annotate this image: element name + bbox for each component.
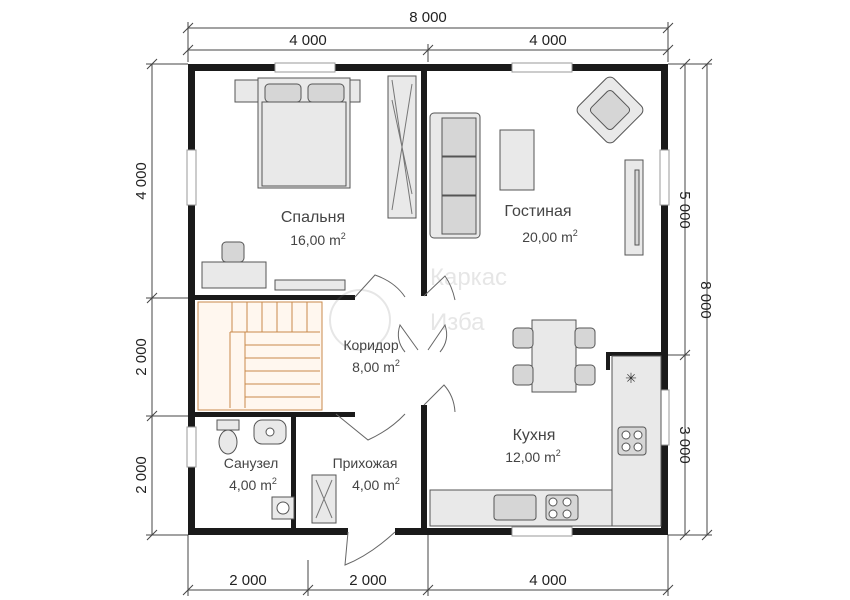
staircase-icon — [197, 301, 323, 411]
room-area: 12,00 m2 — [505, 448, 561, 465]
room-name: Прихожая — [333, 455, 398, 471]
dim-top-total: 8 000 — [409, 9, 447, 26]
room-name: Коридор — [343, 337, 399, 353]
room-name: Кухня — [513, 427, 556, 444]
shoe-rack-icon — [311, 474, 337, 524]
svg-text:Изба: Изба — [430, 309, 485, 336]
dim-bottom-3: 4 000 — [529, 572, 567, 589]
dim-bottom-2: 2 000 — [349, 572, 387, 589]
armchair-icon — [576, 76, 644, 144]
sofa-icon — [429, 112, 481, 239]
room-area: 4,00 m2 — [352, 476, 400, 493]
room-area: 20,00 m2 — [522, 228, 578, 245]
room-kitchen: Кухня 12,00 m2 — [505, 427, 561, 465]
dining-table-icon — [512, 319, 596, 393]
dim-right-total: 8 000 — [697, 281, 714, 319]
dim-top-right: 4 000 — [529, 32, 567, 49]
washing-machine-icon — [271, 496, 295, 520]
svg-text:✳: ✳ — [625, 371, 637, 387]
room-corridor: Коридор 8,00 m2 — [343, 337, 400, 375]
bed-icon — [234, 77, 361, 189]
dim-right-lower: 3 000 — [676, 426, 693, 464]
dim-left-middle: 2 000 — [133, 338, 150, 376]
window-icon — [186, 62, 670, 537]
svg-text:Каркас: Каркас — [430, 264, 507, 291]
room-bathroom: Санузел 4,00 m2 — [224, 455, 279, 493]
dimension-lines — [146, 22, 713, 596]
dim-top-left: 4 000 — [289, 32, 327, 49]
coffee-table-icon — [499, 129, 535, 191]
room-area: 16,00 m2 — [290, 231, 346, 248]
room-living: Гостиная 20,00 m2 — [504, 203, 577, 245]
desk-icon — [201, 241, 346, 291]
wardrobe-icon — [387, 75, 417, 219]
room-area: 4,00 m2 — [229, 476, 277, 493]
room-area: 8,00 m2 — [352, 358, 400, 375]
door-swing-icon — [335, 274, 456, 566]
room-name: Спальня — [281, 209, 345, 226]
room-name: Гостиная — [504, 203, 571, 220]
dim-left-lower: 2 000 — [133, 456, 150, 494]
room-hallway: Прихожая 4,00 m2 — [333, 455, 400, 493]
watermark-logo: Каркас Изба — [329, 264, 507, 351]
sink-icon — [253, 419, 287, 445]
dim-left-upper: 4 000 — [133, 162, 150, 200]
kitchen-counter-icon: ✳ — [429, 355, 662, 527]
room-name: Санузел — [224, 455, 279, 471]
room-bedroom: Спальня 16,00 m2 — [281, 209, 346, 248]
dim-right-upper: 5 000 — [676, 191, 693, 229]
dim-bottom-1: 2 000 — [229, 572, 267, 589]
toilet-icon — [216, 419, 240, 455]
tv-stand-icon — [624, 159, 644, 256]
